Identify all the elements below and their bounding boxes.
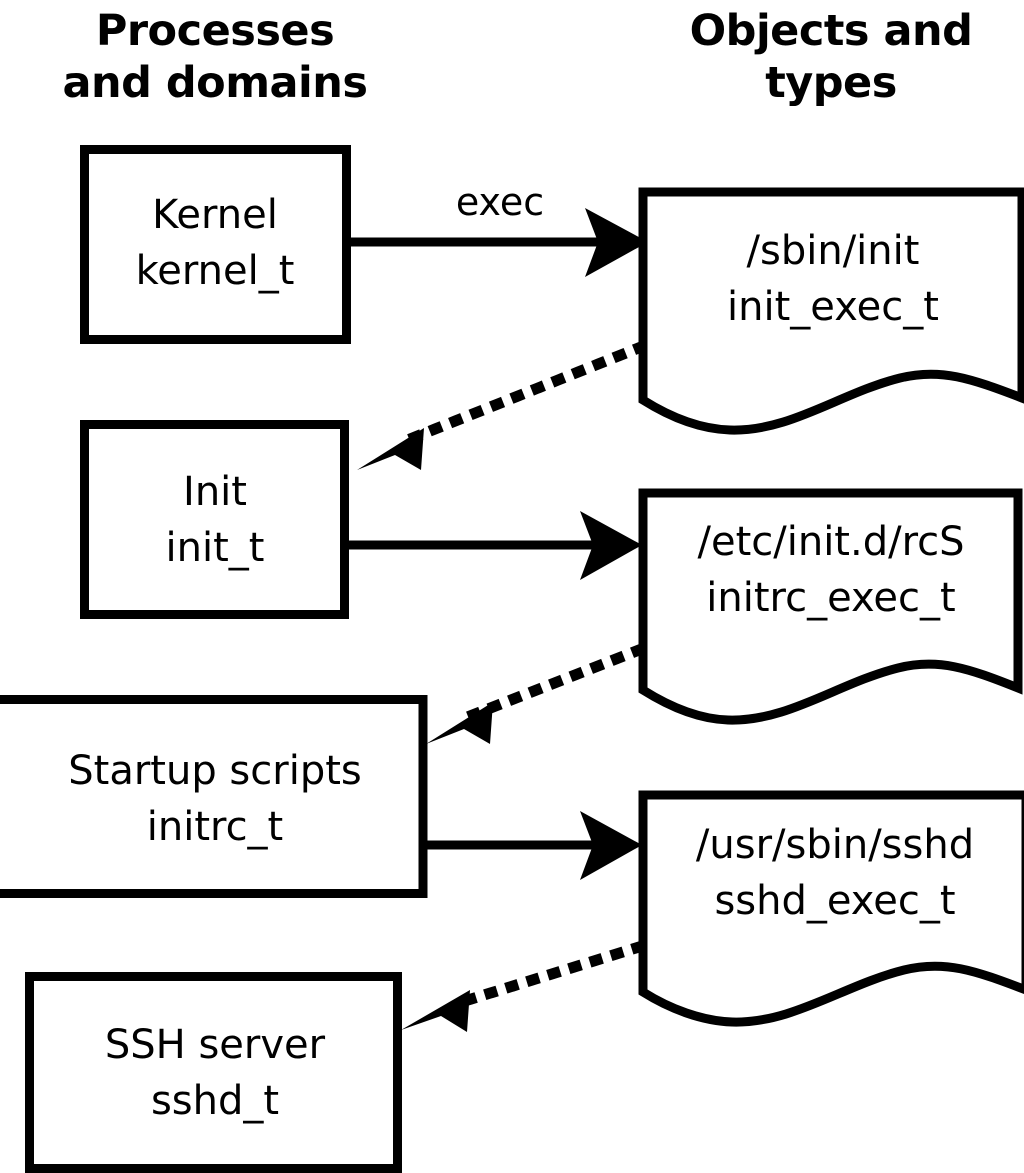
edge-sshd-exec-transition-sshd — [401, 940, 646, 1032]
node-usr-sbin-sshd-line1: /usr/sbin/sshd — [696, 822, 974, 868]
edge-line-dotted — [392, 339, 649, 451]
right-column-header-line1: Objects and — [690, 6, 973, 56]
edge-initrc-exec-sshd-exec — [427, 811, 642, 880]
node-etc-initd-rcs-line1: /etc/init.d/rcS — [697, 519, 964, 565]
left-column-header: Processes and domains — [63, 6, 368, 108]
edge-init-exec-transition-init — [357, 339, 649, 470]
arrowhead-icon — [585, 208, 648, 277]
node-sbin-init[interactable]: /sbin/init init_exec_t — [638, 187, 1024, 435]
left-column-header-line1: Processes — [96, 6, 334, 56]
node-init-line2: init_t — [166, 525, 265, 571]
node-sbin-init-line1: /sbin/init — [747, 228, 920, 274]
edge-line-dotted — [462, 642, 647, 724]
node-box — [80, 420, 349, 619]
right-column-header: Objects and types — [690, 6, 973, 108]
document-shape — [638, 488, 1023, 725]
node-box — [0, 695, 428, 898]
node-ssh-server[interactable]: SSH server sshd_t — [25, 972, 402, 1173]
edge-label-exec: exec — [456, 180, 544, 224]
node-startup-scripts-line2: initrc_t — [147, 804, 284, 850]
right-column-header-line2: types — [765, 58, 897, 108]
edge-initrc-exec-transition-initrc — [426, 642, 647, 744]
node-kernel-line2: kernel_t — [136, 248, 295, 294]
node-sbin-init-line2: init_exec_t — [727, 284, 939, 330]
node-init-line1: Init — [183, 469, 247, 515]
arrowhead-icon — [426, 702, 493, 744]
node-box — [80, 145, 351, 344]
node-usr-sbin-sshd-line2: sshd_exec_t — [714, 878, 955, 924]
arrowhead-icon — [580, 811, 642, 880]
document-shape — [638, 187, 1024, 435]
node-kernel[interactable]: Kernel kernel_t — [80, 145, 351, 344]
node-init[interactable]: Init init_t — [80, 420, 349, 619]
node-etc-initd-rcs-line2: initrc_exec_t — [706, 575, 955, 621]
edge-init-exec-initrc-exec — [348, 511, 642, 580]
arrowhead-icon — [580, 511, 642, 580]
node-box — [25, 972, 402, 1173]
node-etc-initd-rcs[interactable]: /etc/init.d/rcS initrc_exec_t — [638, 488, 1023, 725]
arrowhead-icon — [357, 428, 424, 470]
document-shape — [638, 790, 1024, 1027]
node-startup-scripts-line1: Startup scripts — [68, 748, 361, 794]
node-kernel-line1: Kernel — [152, 192, 278, 238]
edge-line-dotted — [448, 940, 646, 1011]
node-ssh-server-line1: SSH server — [105, 1022, 326, 1068]
left-column-header-line2: and domains — [63, 58, 368, 108]
node-ssh-server-line2: sshd_t — [151, 1078, 279, 1124]
node-usr-sbin-sshd[interactable]: /usr/sbin/sshd sshd_exec_t — [638, 790, 1024, 1027]
edge-kernel-exec-init-exec: exec — [350, 180, 648, 277]
arrowhead-icon — [401, 990, 470, 1032]
node-startup-scripts[interactable]: Startup scripts initrc_t — [0, 695, 428, 898]
